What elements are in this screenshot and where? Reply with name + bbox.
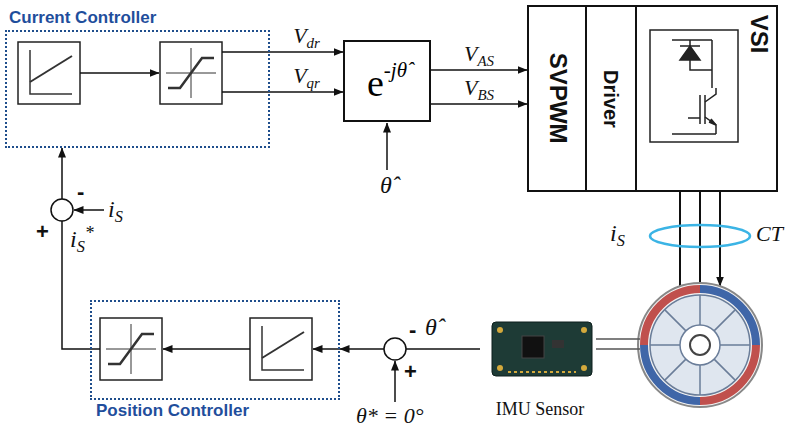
signal-wire: [163, 348, 250, 350]
symbol-base: i: [70, 226, 77, 252]
symbol-base: i: [610, 220, 617, 246]
signal-label: iS: [108, 196, 123, 226]
symbol-base: V: [293, 23, 306, 48]
transform-box: e-jθ̂: [343, 40, 431, 122]
symbol-subscript: dr: [307, 35, 320, 51]
signal-label: VBS: [464, 76, 494, 103]
controller-group: Position Controller: [90, 300, 340, 400]
igbt-symbol: [650, 30, 738, 142]
node-title: IMU Sensor: [480, 400, 600, 420]
signal-wire: [222, 52, 270, 92]
symbol-subscript: S: [77, 237, 85, 256]
reference-label: θ* = 0°: [356, 404, 423, 428]
signal-connector: [340, 348, 480, 350]
pi-block: [250, 318, 312, 380]
signal-wire: [74, 209, 104, 211]
symbol-base: V: [293, 63, 306, 88]
node-title: Driver: [600, 70, 622, 128]
svpwm-block: SVPWM: [527, 5, 587, 192]
symbol-subscript: S: [617, 231, 625, 250]
pi-block: [18, 42, 80, 104]
controller-group: Current Controller: [5, 30, 270, 148]
symbol-superscript: *: [85, 223, 94, 243]
sensor-link: [596, 339, 640, 349]
motor-drawing: [638, 283, 762, 407]
signal-connector: [431, 69, 527, 71]
symbol-base: i: [108, 196, 115, 222]
signal-label: iS*: [70, 224, 94, 256]
saturation-block: [100, 318, 162, 380]
signal-label: θ̂: [425, 314, 437, 340]
imu-sensor: IMU Sensor: [480, 316, 600, 422]
sign-label: +: [36, 220, 49, 244]
symbol-subscript: AS: [477, 53, 494, 69]
symbol-subscript: qr: [307, 75, 320, 91]
symbol-subscript: S: [115, 207, 123, 226]
sensor-label: CT: [756, 222, 783, 246]
symbol-subscript: BS: [477, 87, 494, 103]
symbol-base: V: [464, 41, 477, 66]
node-title: SVPWM: [544, 53, 570, 144]
signal-wire: [386, 123, 388, 170]
signal-wire: [80, 72, 159, 74]
signal-connector: [270, 51, 343, 53]
sign-label: +: [404, 360, 417, 384]
node-title: VSI: [746, 15, 772, 54]
signal-label: Vqr: [293, 64, 320, 91]
sign-label: -: [409, 318, 416, 342]
formula: e-jθ̂: [367, 60, 407, 102]
phase-wire: [680, 192, 720, 286]
signal-wire: [394, 361, 396, 402]
saturation-block: [160, 42, 222, 104]
summing-junction: [51, 199, 73, 221]
imu-board: [492, 322, 592, 376]
signal-connector: [431, 103, 527, 105]
node-title: Position Controller: [96, 402, 249, 421]
signal-label: VAS: [464, 42, 494, 69]
signal-wire: [313, 348, 340, 350]
signal-connector: [270, 91, 343, 93]
driver-block: Driver: [585, 5, 637, 192]
symbol-base: V: [464, 75, 477, 100]
node-title: Current Controller: [9, 9, 156, 28]
signal-connector: [62, 148, 90, 349]
sign-label: -: [77, 180, 84, 204]
signal-label: θ̂: [380, 172, 392, 198]
signal-label: iS: [610, 220, 625, 250]
current-transformer: [650, 225, 750, 247]
signal-label: Vdr: [293, 24, 320, 51]
formula-base: e: [367, 62, 384, 104]
summing-junction: [384, 338, 406, 360]
formula-exponent: -jθ̂: [384, 58, 407, 82]
inverter-block: VSI: [635, 5, 778, 192]
